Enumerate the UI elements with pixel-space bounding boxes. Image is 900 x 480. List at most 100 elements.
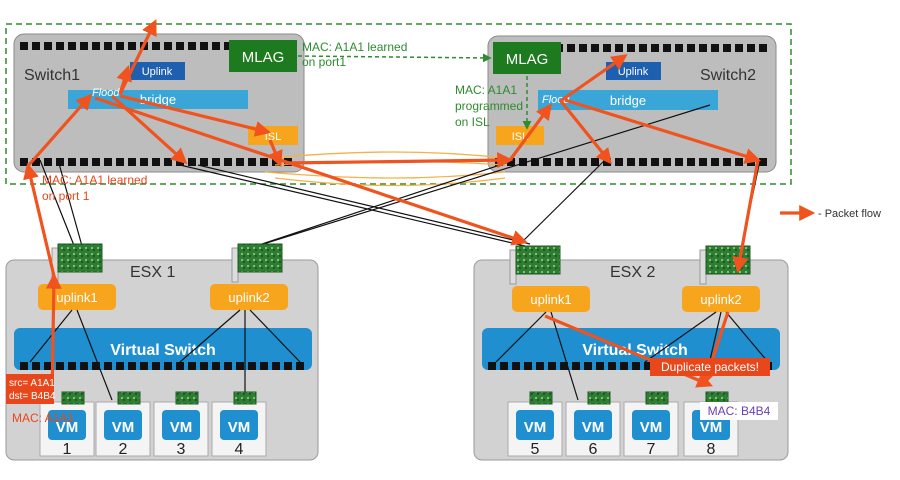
esx2-uplink2-box[interactable] xyxy=(682,286,760,312)
switch1[interactable]: Switch1 Uplink bridge ISL MLAG Flood xyxy=(13,33,305,173)
vswitch-port xyxy=(500,362,508,370)
vm-screen xyxy=(632,410,670,440)
nic-cards xyxy=(51,243,751,285)
nic-card-icon xyxy=(51,243,103,283)
switch-port xyxy=(579,158,587,166)
host-internal-links xyxy=(29,309,769,401)
switch-port xyxy=(20,42,28,50)
vm-screen xyxy=(104,410,142,440)
switch-port xyxy=(164,42,172,50)
switch-port xyxy=(224,42,232,50)
legend-label: - Packet flow xyxy=(818,208,881,220)
vswitch-port xyxy=(68,362,76,370)
switch-port xyxy=(627,44,635,52)
vnic-icon xyxy=(233,391,257,405)
mlag-sync xyxy=(297,53,532,130)
switch-port xyxy=(615,44,623,52)
vm-number: 3 xyxy=(177,441,186,458)
switch-port xyxy=(531,158,539,166)
vm-3[interactable]: VM3 xyxy=(153,391,209,458)
switch-port xyxy=(747,44,755,52)
switch-port xyxy=(68,158,76,166)
switch-port xyxy=(567,158,575,166)
vm-5[interactable]: VM 5 xyxy=(507,391,563,458)
vnic-icon xyxy=(587,391,611,405)
switch-port xyxy=(663,44,671,52)
switch-port xyxy=(104,158,112,166)
switch1-uplink-box[interactable] xyxy=(130,62,185,80)
vswitch-port xyxy=(200,362,208,370)
switch-port xyxy=(236,158,244,166)
switch-port xyxy=(651,158,659,166)
mac-learned-port-1-line1: MAC: A1A1 learned xyxy=(42,173,147,187)
switch1-mlag-box[interactable] xyxy=(229,40,297,72)
esx2-uplink1-box[interactable] xyxy=(512,286,590,312)
vswitch-port xyxy=(116,362,124,370)
vnic-icon xyxy=(61,391,85,405)
mac-b4b4-box xyxy=(700,402,778,420)
mac-learned-port1-line1: MAC: A1A1 learned xyxy=(302,40,407,54)
duplicate-label: Duplicate packets! xyxy=(661,360,759,374)
switch-port xyxy=(699,158,707,166)
esx2-vswitch-label: Virtual Switch xyxy=(582,342,688,359)
packet-flow-arrows xyxy=(23,19,762,401)
switch-port xyxy=(152,158,160,166)
switch-port xyxy=(44,158,52,166)
switch-port xyxy=(200,42,208,50)
vswitch-port xyxy=(536,362,544,370)
switch-port xyxy=(639,158,647,166)
vm-screen xyxy=(48,410,86,440)
switch-port xyxy=(20,158,28,166)
vswitch-port xyxy=(524,362,532,370)
switch-port xyxy=(603,44,611,52)
switch-port xyxy=(176,42,184,50)
switch-port xyxy=(92,158,100,166)
vm-number: 4 xyxy=(235,441,244,458)
vm-label: VM xyxy=(524,419,547,436)
vswitch-port xyxy=(236,362,244,370)
vswitch-port xyxy=(140,362,148,370)
vnic-icon xyxy=(529,391,553,405)
switch-port xyxy=(687,44,695,52)
vm-6[interactable]: VM6 xyxy=(565,391,621,458)
switch-port xyxy=(519,158,527,166)
switch-port xyxy=(128,42,136,50)
switch-port xyxy=(627,158,635,166)
vm-7[interactable]: VM7 xyxy=(623,391,679,458)
switch-port xyxy=(188,158,196,166)
vm-8[interactable]: VM 8 xyxy=(683,391,739,458)
mac-b4b4-label: MAC: B4B4 xyxy=(708,404,771,418)
vm-4[interactable]: VM4 xyxy=(211,391,267,458)
vm-1[interactable]: VM1 xyxy=(39,391,95,458)
switch-port xyxy=(735,44,743,52)
switch2-mlag-box[interactable] xyxy=(493,42,561,74)
vswitch-port xyxy=(284,362,292,370)
vswitch-port xyxy=(608,362,616,370)
vswitch-port xyxy=(272,362,280,370)
switch2-mlag-label: MLAG xyxy=(506,51,549,68)
switch-port xyxy=(567,44,575,52)
esx1-uplink2-box[interactable] xyxy=(210,284,288,310)
vswitch-port xyxy=(128,362,136,370)
switch2-uplink-label: Uplink xyxy=(618,66,649,78)
vm-number: 8 xyxy=(707,441,716,458)
switch-port xyxy=(140,158,148,166)
vm-label: VM xyxy=(700,419,723,436)
switch-port xyxy=(723,158,731,166)
switch-port xyxy=(116,158,124,166)
legend: - Packet flow xyxy=(780,205,881,221)
esx1-label: ESX 1 xyxy=(130,264,175,281)
switch-port xyxy=(615,158,623,166)
dst-label: dst= B4B4 xyxy=(9,391,56,402)
switch-port xyxy=(56,158,64,166)
vm-2[interactable]: VM2 xyxy=(95,391,151,458)
switch1-label: Switch1 xyxy=(24,67,80,84)
vm-screen xyxy=(516,410,554,440)
vswitch-port xyxy=(176,362,184,370)
mac-programmed-line3: on ISL xyxy=(455,115,490,129)
esx1-uplink1-box[interactable] xyxy=(38,284,116,310)
vswitch-port xyxy=(56,362,64,370)
vm-number: 5 xyxy=(531,441,540,458)
vswitch-port xyxy=(164,362,172,370)
